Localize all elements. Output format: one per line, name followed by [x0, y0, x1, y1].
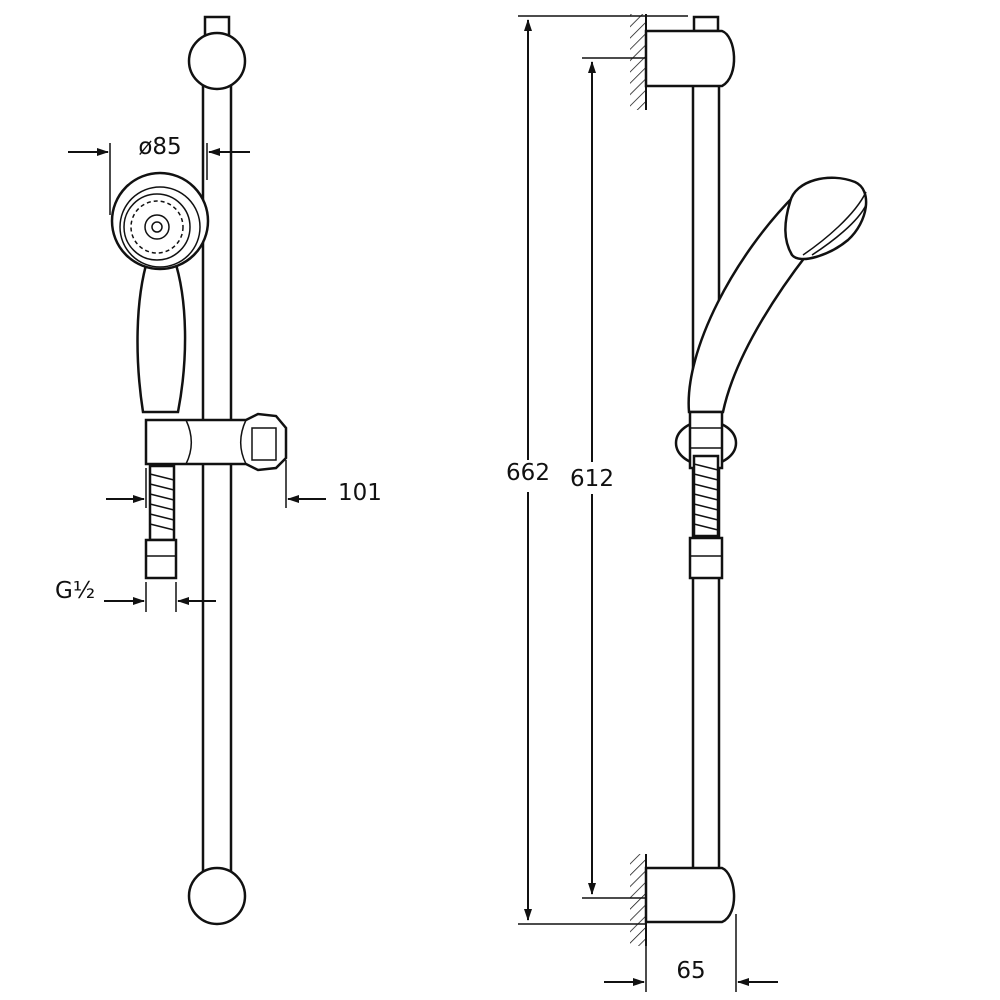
front-hose-nut: [144, 538, 178, 580]
front-handle: [136, 256, 187, 414]
front-head-center: [144, 214, 170, 240]
label-holder-projection: 101: [338, 480, 382, 506]
side-head: [784, 176, 868, 261]
dim-holder-projection: 101: [106, 460, 382, 508]
front-slider-holder: [144, 412, 288, 472]
side-top-bracket: [644, 29, 736, 88]
label-head-diameter: ø85: [138, 134, 181, 160]
side-top-cap: [692, 15, 720, 33]
front-hose: [144, 464, 178, 580]
side-hose: [688, 454, 724, 580]
front-rail: [201, 58, 233, 902]
side-hose-nut: [688, 536, 724, 580]
front-head-ring: [119, 186, 201, 268]
dim-head-diameter: ø85: [68, 134, 250, 215]
label-thread: G½: [55, 578, 95, 604]
front-top-bracket: [187, 31, 247, 91]
wall-bottom: [630, 854, 647, 946]
label-bracket-spacing: 612: [570, 466, 614, 492]
dim-overall-height: 662: [506, 15, 688, 925]
label-wall-projection: 65: [676, 958, 705, 984]
dim-thread: G½: [55, 578, 216, 612]
dim-bracket-spacing: 612: [570, 57, 646, 899]
front-view: ø85 101 G½: [55, 15, 382, 926]
front-bottom-bracket: [187, 866, 247, 926]
dim-wall-projection: 65: [604, 914, 778, 992]
label-overall-height: 662: [506, 460, 550, 486]
front-head-face: [123, 193, 191, 261]
side-hand-shower: [687, 176, 868, 414]
front-head-hub: [151, 221, 163, 233]
front-head-spray: [130, 200, 184, 254]
side-view: 662 612 65: [506, 14, 868, 992]
front-hand-shower: [110, 171, 210, 414]
wall-top: [630, 14, 647, 110]
side-bottom-bracket: [644, 866, 736, 924]
